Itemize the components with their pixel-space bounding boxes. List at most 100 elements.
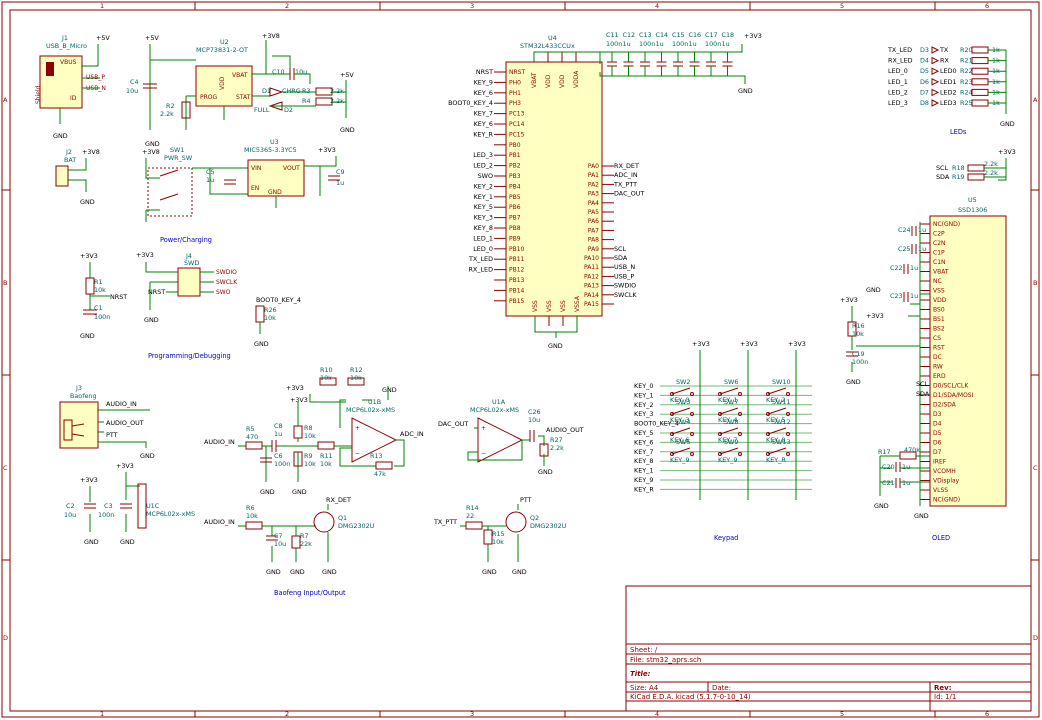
u5-pin: RW — [933, 364, 943, 371]
net-label: KEY_3 — [474, 214, 493, 222]
opamp-u1a[interactable] — [477, 417, 524, 463]
keypad-switch[interactable] — [767, 447, 787, 455]
gnd-label: GND — [292, 488, 307, 496]
keypad-switch[interactable] — [671, 447, 691, 455]
resistor-r11[interactable] — [317, 441, 335, 450]
r2-value: 2.2k — [160, 110, 174, 118]
decap-value: 100n — [672, 40, 688, 48]
u4-pin: VBAT — [531, 72, 538, 88]
resistor-r13[interactable] — [375, 461, 393, 470]
resistor-r16[interactable] — [847, 321, 857, 337]
opamp-u1b[interactable] — [351, 417, 398, 463]
u5-pin: C1P — [933, 250, 945, 257]
net-label: +3V3 — [866, 312, 884, 320]
resistor-r9[interactable] — [293, 451, 303, 467]
gnd-label: GND — [140, 452, 155, 460]
power-switch-sw1[interactable] — [147, 167, 193, 217]
u4-pin: PB12 — [509, 267, 525, 274]
led-resistor[interactable] — [971, 99, 989, 107]
led-resistor[interactable] — [971, 78, 989, 86]
switch-ref: SW6 — [724, 378, 738, 386]
c5-ref: C5 — [206, 168, 215, 176]
resistor-r12[interactable] — [347, 377, 365, 386]
resistor-r14[interactable] — [465, 521, 483, 530]
gnd-label: GND — [53, 132, 68, 140]
resistor-r8[interactable] — [293, 425, 303, 439]
c4-ref: C4 — [130, 78, 139, 86]
mcu-u4[interactable] — [505, 61, 603, 317]
battery-connector-j2[interactable] — [55, 165, 69, 187]
section-title-keypad: Keypad — [714, 534, 738, 542]
resistor-r6[interactable] — [245, 521, 263, 530]
u4-pin: PB10 — [509, 246, 525, 253]
mosfet-q2[interactable] — [505, 511, 527, 533]
gnd-label: GND — [382, 386, 397, 394]
j2-ref: J2 — [65, 148, 72, 156]
c4-value: 10u — [126, 87, 138, 95]
gnd-label: GND — [260, 488, 275, 496]
resistor-r7[interactable] — [291, 535, 301, 549]
mosfet-q1[interactable] — [313, 511, 335, 533]
switch-ref: SW11 — [772, 398, 791, 406]
keypad-switch[interactable] — [719, 427, 739, 435]
keypad-switch[interactable] — [671, 387, 691, 395]
led-resistor[interactable] — [971, 88, 989, 96]
keypad-switch[interactable] — [767, 407, 787, 415]
led-diode[interactable] — [931, 88, 940, 97]
u4-left-pins: NRSTNRSTPH0KEY_9PH1KEY_6PH3BOOT0_KEY_4PC… — [448, 68, 525, 305]
u4-pin: PA14 — [584, 292, 599, 299]
led-diode[interactable] — [931, 46, 940, 54]
u4-pin: PB13 — [509, 277, 525, 284]
resistor-r10[interactable] — [319, 377, 337, 386]
led-resistor[interactable] — [971, 67, 989, 75]
u5-pin: RST — [933, 345, 945, 352]
led-d1[interactable] — [269, 87, 284, 97]
u3-pin: EN — [251, 185, 259, 192]
resistor-r15[interactable] — [483, 529, 493, 545]
swd-header-j4[interactable] — [177, 267, 201, 297]
led-diode[interactable] — [931, 77, 940, 86]
resistor-r26[interactable] — [255, 305, 265, 323]
pullup-resistor[interactable] — [967, 173, 985, 181]
keypad-switch[interactable] — [719, 447, 739, 455]
keypad-switch[interactable] — [671, 407, 691, 415]
led-label: LED2 — [940, 88, 957, 96]
u5-pin: VCOMH — [933, 468, 956, 475]
keypad-switch[interactable] — [671, 427, 691, 435]
u5-pin: CS — [933, 335, 941, 342]
gnd-label: GND — [266, 568, 281, 576]
gnd-label: GND — [548, 342, 563, 350]
net-label: SWDIO — [614, 282, 636, 290]
gnd-label: GND — [80, 198, 95, 206]
keypad-switch[interactable] — [767, 427, 787, 435]
net-label: LED_0 — [473, 245, 493, 253]
keypad-switch[interactable] — [767, 387, 787, 395]
pullup-resistor[interactable] — [967, 164, 985, 172]
opamp-power-u1c[interactable] — [137, 483, 147, 529]
resistor-r1[interactable] — [85, 277, 95, 295]
r6-value: 10k — [246, 512, 258, 520]
oled-display-u5[interactable] — [929, 215, 1007, 507]
net-label: KEY_2 — [474, 182, 493, 190]
led-resistor[interactable] — [971, 46, 989, 54]
gnd-label: GND — [322, 568, 337, 576]
resistor-r27[interactable] — [539, 443, 549, 457]
keypad-switch[interactable] — [719, 387, 739, 395]
pullup-value: 2.2k — [984, 169, 998, 177]
resistor-r2[interactable] — [181, 101, 191, 119]
led-resistor[interactable] — [971, 57, 989, 65]
resistor-r5[interactable] — [245, 441, 263, 450]
regulator-u3[interactable] — [247, 159, 305, 197]
net-label: SCL — [936, 164, 949, 172]
j2-value: BAT — [64, 156, 76, 164]
u1c-ref: U1C — [146, 502, 160, 510]
led-diode[interactable] — [931, 67, 940, 76]
led-diode[interactable] — [931, 56, 940, 65]
led-diode[interactable] — [931, 99, 940, 107]
r5-ref: R5 — [246, 425, 255, 433]
u4-pin: PA9 — [588, 246, 599, 253]
u5-pin: VLSS — [933, 487, 948, 494]
keypad-switch[interactable] — [719, 407, 739, 415]
